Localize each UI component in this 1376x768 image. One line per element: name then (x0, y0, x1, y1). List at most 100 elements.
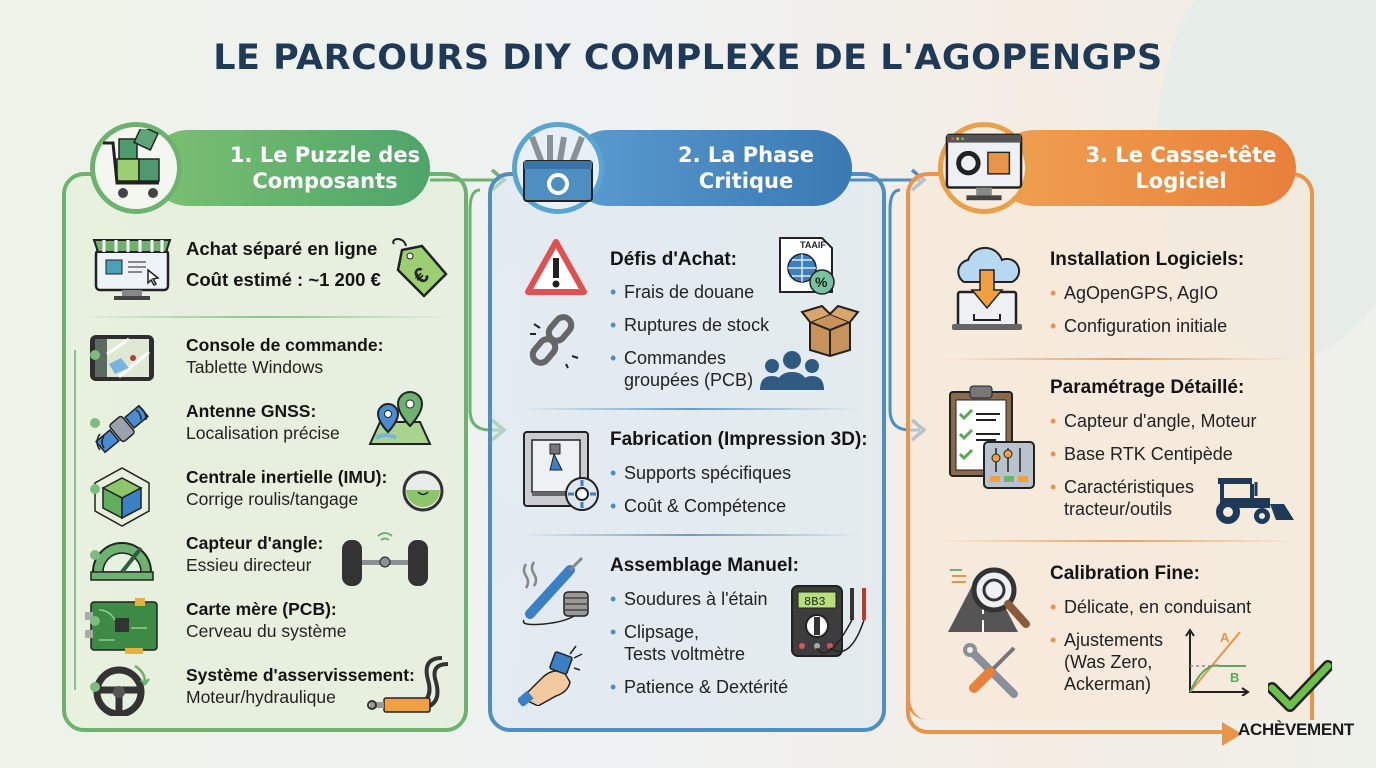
component-pcb: Carte mère (PCB): Cerveau du système (82, 598, 347, 656)
component-desc: Cerveau du système (186, 621, 347, 641)
component-desc: Tablette Windows (186, 357, 324, 377)
tractor-icon (1208, 476, 1298, 531)
component-servo: Système d'asservissement: Moteur/hydraul… (82, 664, 415, 716)
checkmark-icon (1266, 660, 1334, 717)
component-title: Antenne GNSS: (186, 401, 317, 421)
component-title: Système d'asservissement: (186, 665, 415, 685)
group-people-icon (760, 350, 824, 397)
pcb-board-icon (82, 598, 162, 656)
section-fabrication: Fabrication (Impression 3D): Supports sp… (610, 428, 868, 528)
component-title: Console de commande: (186, 335, 384, 355)
graph-label-b: B (1230, 670, 1239, 685)
bullet-item: Caractéristiques tracteur/outils (1050, 476, 1257, 520)
online-shop-icon (92, 236, 172, 302)
soldering-iron-icon (518, 556, 604, 631)
estimated-cost: Coût estimé : ~1 200 € (186, 269, 381, 290)
connector-dot (90, 484, 100, 494)
component-desc: Essieu directeur (186, 555, 312, 575)
section-title: Calibration Fine: (1050, 563, 1200, 584)
component-desc: Moteur/hydraulique (186, 687, 336, 707)
section-title: Installation Logiciels: (1050, 249, 1245, 270)
connector-dot (90, 350, 100, 360)
tariff-document-icon: TAAIF % (776, 236, 840, 303)
component-desc: Localisation précise (186, 423, 340, 443)
hand-chip-icon (516, 640, 590, 711)
purchase-method: Achat séparé en ligne (186, 238, 378, 259)
connector-dot (90, 550, 100, 560)
component-gnss: Antenne GNSS: Localisation précise (82, 400, 340, 458)
satellite-icon (82, 400, 162, 458)
bullet-item: Supports spécifiques (610, 462, 868, 484)
3d-printer-icon (520, 428, 604, 519)
bullet-item: Clipsage, Tests voltmètre (610, 621, 799, 665)
bullet-item: Délicate, en conduisant (1050, 596, 1251, 618)
map-pins-icon (366, 390, 432, 453)
section-title: Assemblage Manuel: (610, 555, 799, 576)
divider (520, 534, 860, 536)
section-title: Fabrication (Impression 3D): (610, 429, 868, 450)
multimeter-display: 8B3 (804, 595, 826, 609)
bullet-item: Coût & Compétence (610, 495, 868, 517)
wrench-screwdriver-icon (962, 642, 1024, 705)
completion-path (906, 690, 1236, 734)
road-magnifier-icon (944, 562, 1040, 639)
calibration-graph-icon: A B (1184, 626, 1250, 701)
cloud-download-laptop-icon (950, 246, 1026, 337)
component-desc: Corrige roulis/tangage (186, 489, 359, 509)
component-imu: Centrale inertielle (IMU): Corrige rouli… (82, 466, 387, 528)
connector-dot (90, 682, 100, 692)
monitor-gear-puzzle-icon (938, 122, 1030, 214)
hydraulic-cylinder-icon (366, 654, 456, 725)
connector-dot (90, 418, 100, 428)
cardboard-box-icon (800, 304, 860, 363)
component-console: Console de commande: Tablette Windows (82, 334, 383, 382)
euro-price-tag-icon: € (388, 236, 452, 307)
graph-label-a: A (1220, 630, 1230, 645)
section-parameters: Paramétrage Détaillé: Capteur d'angle, M… (1050, 376, 1257, 531)
component-title: Centrale inertielle (IMU): (186, 467, 388, 487)
page-title: LE PARCOURS DIY COMPLEXE DE L'AGOPENGPS (213, 38, 1163, 78)
bullet-item: Commandes groupées (PCB) (610, 347, 769, 391)
bullet-item: Patience & Dextérité (610, 676, 799, 698)
svg-text:%: % (815, 274, 828, 290)
section-assembly: Assemblage Manuel: Soudures à l'étain Cl… (610, 554, 799, 709)
bullet-item: Ajustements (Was Zero, Ackerman) (1050, 629, 1251, 695)
purchase-info: Achat séparé en ligne Coût estimé : ~1 2… (92, 236, 381, 302)
divider (944, 358, 1294, 360)
shopping-cart-puzzle-icon (90, 122, 182, 214)
section-purchase-challenges: Défis d'Achat: Frais de douane Ruptures … (610, 248, 769, 402)
bullet-item: Frais de douane (610, 281, 769, 303)
component-title: Capteur d'angle: (186, 533, 324, 553)
completion-label: ACHÈVEMENT (1238, 720, 1355, 739)
bullet-item: Base RTK Centipède (1050, 443, 1257, 465)
broken-chain-icon (526, 310, 584, 375)
panel-2-header-label: 2. La Phase Critique (677, 143, 815, 193)
component-title: Carte mère (PCB): (186, 599, 337, 619)
tablet-map-icon (82, 334, 162, 382)
bullet-item: Configuration initiale (1050, 315, 1244, 337)
panel-3-header: 3. Le Casse-tête Logiciel (996, 130, 1296, 206)
bullet-item: Ruptures de stock (610, 314, 769, 336)
component-angle-sensor: Capteur d'angle: Essieu directeur (82, 532, 323, 582)
panel-3-header-label: 3. Le Casse-tête Logiciel (1085, 143, 1277, 193)
completion-arrow-icon (1222, 722, 1242, 746)
steering-wheel-icon (82, 664, 162, 716)
bullet-item: Soudures à l'étain (610, 588, 799, 610)
divider (80, 316, 450, 318)
checklist-clipboard-icon (946, 382, 1042, 501)
panel-1-header: 1. Le Puzzle des Composants (150, 130, 430, 206)
bullet-item: AgOpenGPS, AgIO (1050, 282, 1244, 304)
tariff-label: TAAIF (800, 240, 826, 250)
multimeter-icon: 8B3 (790, 584, 870, 673)
toolbox-icon (512, 122, 604, 214)
section-installation: Installation Logiciels: AgOpenGPS, AgIO … (1050, 248, 1244, 348)
connector-dot (90, 616, 100, 626)
section-title: Défis d'Achat: (610, 249, 737, 270)
connector-spine (74, 350, 76, 690)
axle-wheels-icon (340, 526, 430, 593)
bullet-item: Capteur d'angle, Moteur (1050, 410, 1257, 432)
section-calibration: Calibration Fine: Délicate, en conduisan… (1050, 562, 1251, 706)
warning-triangle-icon (524, 238, 588, 301)
angle-gauge-icon (82, 532, 162, 582)
divider (944, 540, 1294, 542)
